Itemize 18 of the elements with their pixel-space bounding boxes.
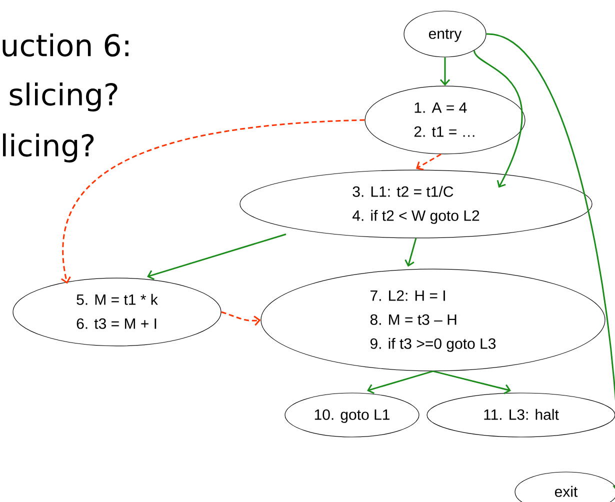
- arrow: [221, 311, 261, 326]
- arrow: [147, 234, 286, 280]
- ellipse-node: 1. A = 4 2. t1 = …: [364, 86, 526, 154]
- ellipse-node: 10. goto L1: [284, 392, 420, 438]
- ellipse-node: 5. M = t1 * k 6. t3 = M + I: [12, 278, 222, 346]
- ellipse-node: 7. L2: H = I 8. M = t3 – H 9. if t3 >=0 goto L3: [260, 268, 606, 372]
- arrow: [61, 119, 365, 284]
- arrow: [416, 154, 442, 170]
- ellipse-node: entry: [404, 10, 486, 58]
- arrow: [432, 370, 511, 394]
- arrow: [474, 50, 523, 188]
- heading-text: uction 6:: [2, 33, 128, 57]
- heading-text: licing?: [3, 133, 94, 162]
- arrow: [404, 238, 417, 267]
- heading-text: slicing?: [10, 82, 118, 112]
- arrow: [367, 370, 434, 394]
- ellipse-node: 3. L1: t2 = t1/C 4. if t2 < W goto L2: [240, 170, 592, 238]
- arrow: [440, 57, 450, 86]
